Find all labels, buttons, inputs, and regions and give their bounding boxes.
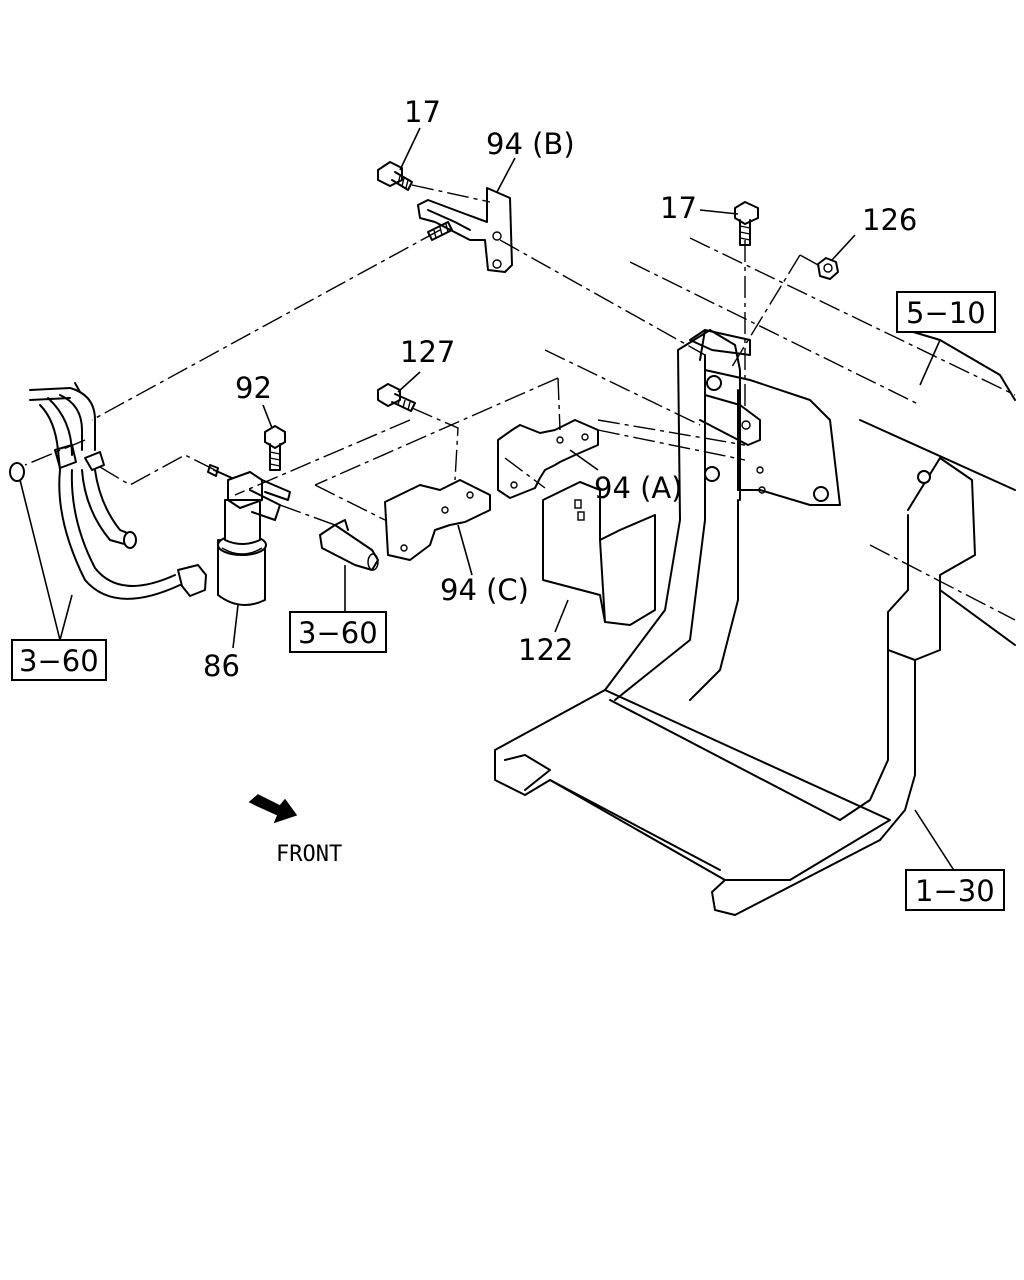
bolt-92	[264, 425, 286, 471]
callout-leaders	[19, 127, 956, 873]
hose-mid	[319, 519, 379, 571]
ref-box-3-60-left	[11, 639, 107, 681]
ref-1-30: 1−30	[915, 874, 995, 908]
bolt-17-right	[734, 201, 759, 246]
bolt-17-top	[377, 161, 413, 191]
front-arrow-icon	[248, 794, 298, 824]
callout-122: 122	[518, 633, 573, 667]
bracket-94b	[417, 187, 513, 273]
callout-92: 92	[235, 371, 272, 405]
hoses-left	[9, 382, 207, 600]
ref-3-60-left: 3−60	[19, 644, 99, 678]
callout-17-top: 17	[404, 95, 441, 129]
ref-box-5-10	[896, 291, 996, 333]
mount-plate	[689, 329, 761, 446]
ref-5-10: 5−10	[906, 296, 986, 330]
ref-box-3-60-mid	[289, 611, 387, 653]
callout-127: 127	[400, 335, 455, 369]
bolt-127	[377, 383, 416, 412]
cover-122	[542, 481, 656, 626]
frame-bracket	[494, 329, 976, 916]
ref-3-60-mid: 3−60	[298, 616, 378, 650]
ref-box-1-30	[905, 869, 1005, 911]
nut-126	[817, 257, 839, 280]
callout-86: 86	[203, 649, 240, 683]
callout-17-right: 17	[660, 191, 697, 225]
bracket-94a	[497, 419, 599, 499]
stud-bolt	[427, 221, 453, 241]
front-label: FRONT	[276, 842, 342, 867]
bracket-94c	[384, 479, 491, 561]
frame-rail	[544, 237, 1016, 646]
assembly-lines	[24, 184, 821, 526]
canister-86	[207, 464, 291, 606]
callout-94c: 94 (C)	[440, 573, 529, 607]
callout-126: 126	[862, 203, 917, 237]
callout-94a: 94 (A)	[594, 471, 683, 505]
callout-94b: 94 (B)	[486, 127, 575, 161]
